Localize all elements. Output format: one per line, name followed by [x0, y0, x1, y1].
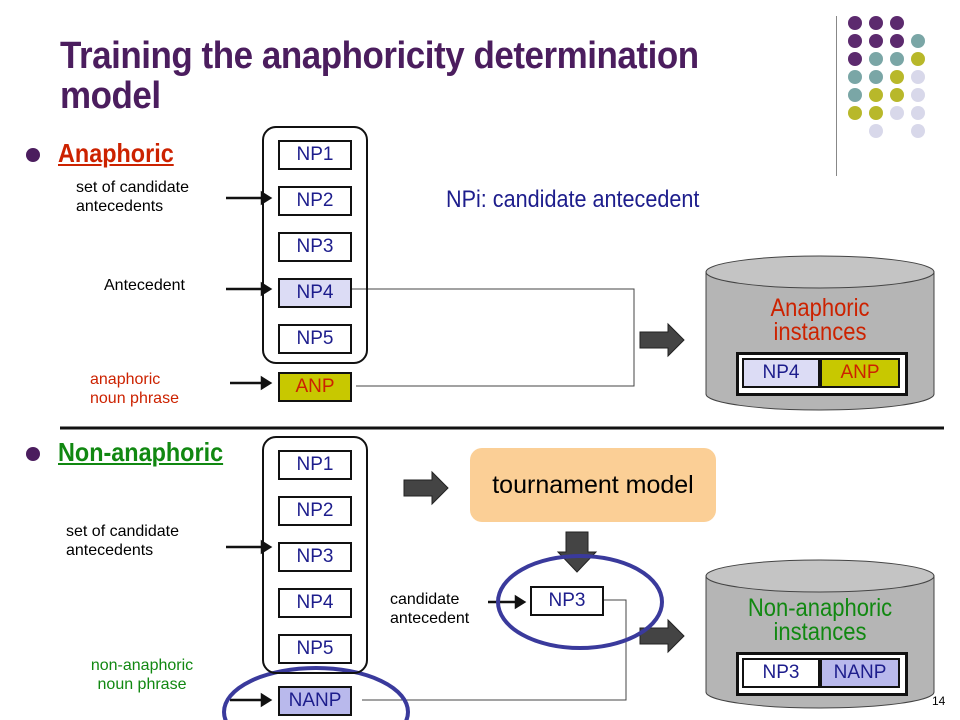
label-line: noun phrase: [97, 676, 187, 693]
label-line: antecedents: [66, 542, 154, 559]
pair-nanp: NANP: [820, 658, 900, 688]
pair-anp: ANP: [820, 358, 900, 388]
anp-box: ANP: [278, 372, 352, 402]
legend-text: NPi: candidate antecedent: [446, 186, 700, 213]
label-line: instances: [773, 318, 867, 346]
label-line: antecedents: [76, 198, 164, 215]
non-anaphoric-np-label: non-anaphoric noun phrase: [76, 656, 208, 694]
candidate-set-label: set of candidate antecedents: [76, 178, 189, 216]
candidate-set-label: set of candidate antecedents: [66, 522, 179, 560]
dot: [911, 34, 925, 48]
np-box: NP3: [278, 542, 352, 572]
label-line: set of candidate: [76, 179, 189, 196]
non-anaphoric-instances-label: Non-anaphoric instances: [720, 594, 921, 646]
pair-np: NP3: [742, 658, 820, 688]
candidate-highlight: [496, 554, 664, 650]
dot: [890, 16, 904, 30]
label-line: non-anaphoric: [90, 657, 194, 674]
bullet: [26, 447, 40, 461]
anaphoric-instances-label: Anaphoric instances: [720, 294, 921, 346]
antecedent-label: Antecedent: [104, 277, 185, 294]
non-anaphoric-instance-pair: NP3 NANP: [736, 652, 908, 696]
page-title: Training the anaphoricity determination …: [60, 35, 699, 117]
nanp-highlight: [222, 666, 410, 720]
dot: [869, 52, 883, 66]
dot: [911, 106, 925, 120]
nanp-box: NANP: [278, 686, 352, 716]
anaphoric-instance-pair: NP4 ANP: [736, 352, 908, 396]
antecedent-np-box: NP4: [278, 278, 352, 308]
dot: [890, 34, 904, 48]
pair-np: NP4: [742, 358, 820, 388]
dot: [911, 124, 925, 138]
dot: [911, 70, 925, 84]
dot: [848, 52, 862, 66]
np-box: NP4: [278, 588, 352, 618]
page-number: 14: [932, 694, 946, 708]
dot: [911, 88, 925, 102]
tournament-model: tournament model: [470, 448, 716, 522]
dot: [890, 106, 904, 120]
dot: [890, 88, 904, 102]
np-box: NP2: [278, 186, 352, 216]
label-line: Anaphoric: [770, 294, 870, 322]
dot: [911, 52, 925, 66]
dot: [869, 106, 883, 120]
bullet: [26, 148, 40, 162]
dot: [869, 70, 883, 84]
dot: [869, 124, 883, 138]
dot: [848, 106, 862, 120]
label-line: set of candidate: [66, 523, 179, 540]
candidate-group: [262, 126, 368, 364]
np-box: NP2: [278, 496, 352, 526]
candidate-np-box: NP3: [530, 586, 604, 616]
anaphoric-heading: Anaphoric: [58, 138, 174, 168]
dot: [848, 34, 862, 48]
np-box: NP5: [278, 324, 352, 354]
dot: [848, 16, 862, 30]
dot: [869, 34, 883, 48]
dot: [869, 88, 883, 102]
candidate-antecedent-label: candidate antecedent: [390, 590, 469, 628]
label-line: noun phrase: [90, 390, 179, 407]
label-line: anaphoric: [90, 371, 161, 388]
candidate-group: [262, 436, 368, 674]
label-line: antecedent: [390, 610, 470, 627]
dot: [869, 16, 883, 30]
label-line: Non-anaphoric: [747, 594, 893, 622]
label-line: candidate: [390, 591, 460, 608]
vertical-rule: [836, 16, 837, 176]
dot: [848, 70, 862, 84]
np-box: NP1: [278, 140, 352, 170]
non-anaphoric-heading: Non-anaphoric: [58, 437, 224, 467]
label-line: instances: [773, 618, 867, 646]
dot: [890, 70, 904, 84]
np-box: NP5: [278, 634, 352, 664]
dot: [890, 52, 904, 66]
np-box: NP1: [278, 450, 352, 480]
np-box: NP3: [278, 232, 352, 262]
anaphoric-np-label: anaphoric noun phrase: [90, 370, 179, 408]
dot: [848, 88, 862, 102]
